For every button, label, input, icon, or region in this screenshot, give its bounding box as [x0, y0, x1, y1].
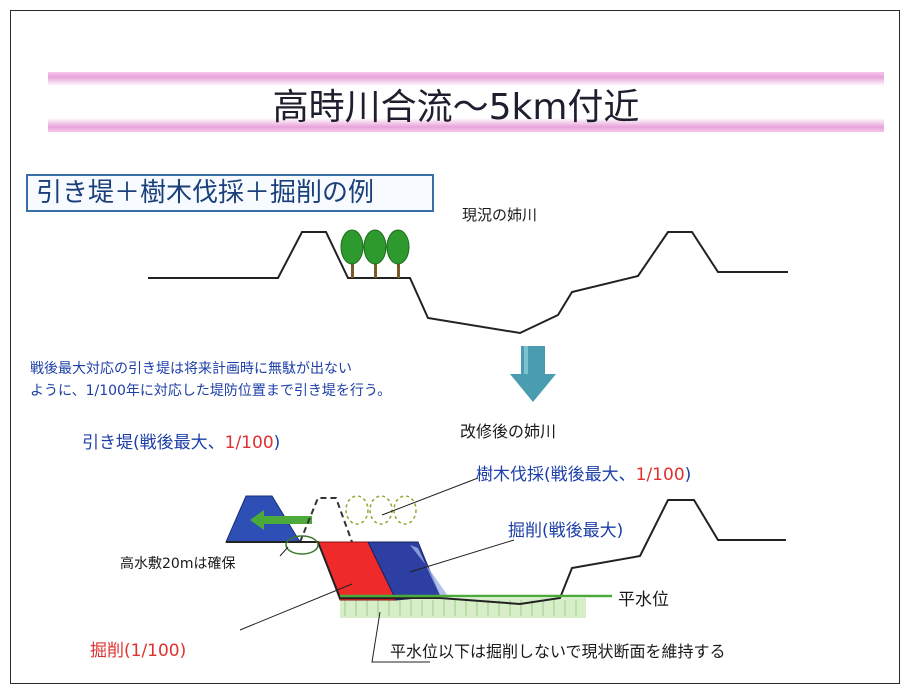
water-level-label: 平水位 [618, 590, 669, 610]
levee-label-suffix: ) [273, 433, 281, 453]
removed-trees [345, 495, 417, 525]
levee-label-highlight: 1/100 [224, 433, 274, 453]
slide-title: 高時川合流～5km付近 [272, 87, 640, 128]
levee-label: 引き堤(戦後最大、1/100) [82, 428, 280, 453]
note-line-2: ように、1/100年に対応した堤防位置まで引き堤を行う。 [30, 383, 392, 399]
after-river-label: 改修後の姉川 [460, 422, 557, 441]
current-profile-line [148, 231, 788, 335]
floodplain-note: 高水敷20mは確保 [120, 556, 236, 572]
tree-label-prefix: 樹木伐採(戦後最大、 [476, 465, 636, 485]
floodplain-circle [285, 535, 319, 555]
water-area [340, 598, 586, 618]
levee-label-prefix: 引き堤(戦後最大、 [82, 433, 225, 453]
transition-arrow [510, 346, 556, 402]
after-profile-line [226, 499, 786, 606]
bottom-note: 平水位以下は掘削しないで現状断面を維持する [390, 642, 726, 661]
current-trees [340, 229, 410, 278]
note-line-1: 戦後最大対応の引き堤は将来計画時に無駄が出ない [30, 361, 352, 377]
example-label: 引き堤＋樹木伐採＋掘削の例 [26, 174, 434, 212]
excavation-100-label: 掘削(1/100) [90, 641, 187, 661]
tree-label-suffix: ) [684, 465, 692, 485]
move-arrow [250, 510, 312, 530]
tree-label: 樹木伐採(戦後最大、1/100) [476, 460, 691, 485]
old-levee-dashed [299, 497, 353, 543]
tree-label-highlight: 1/100 [635, 465, 685, 485]
excavation-max-label: 掘削(戦後最大) [508, 521, 624, 541]
current-river-label: 現況の姉川 [462, 206, 538, 224]
title-band [48, 72, 884, 132]
